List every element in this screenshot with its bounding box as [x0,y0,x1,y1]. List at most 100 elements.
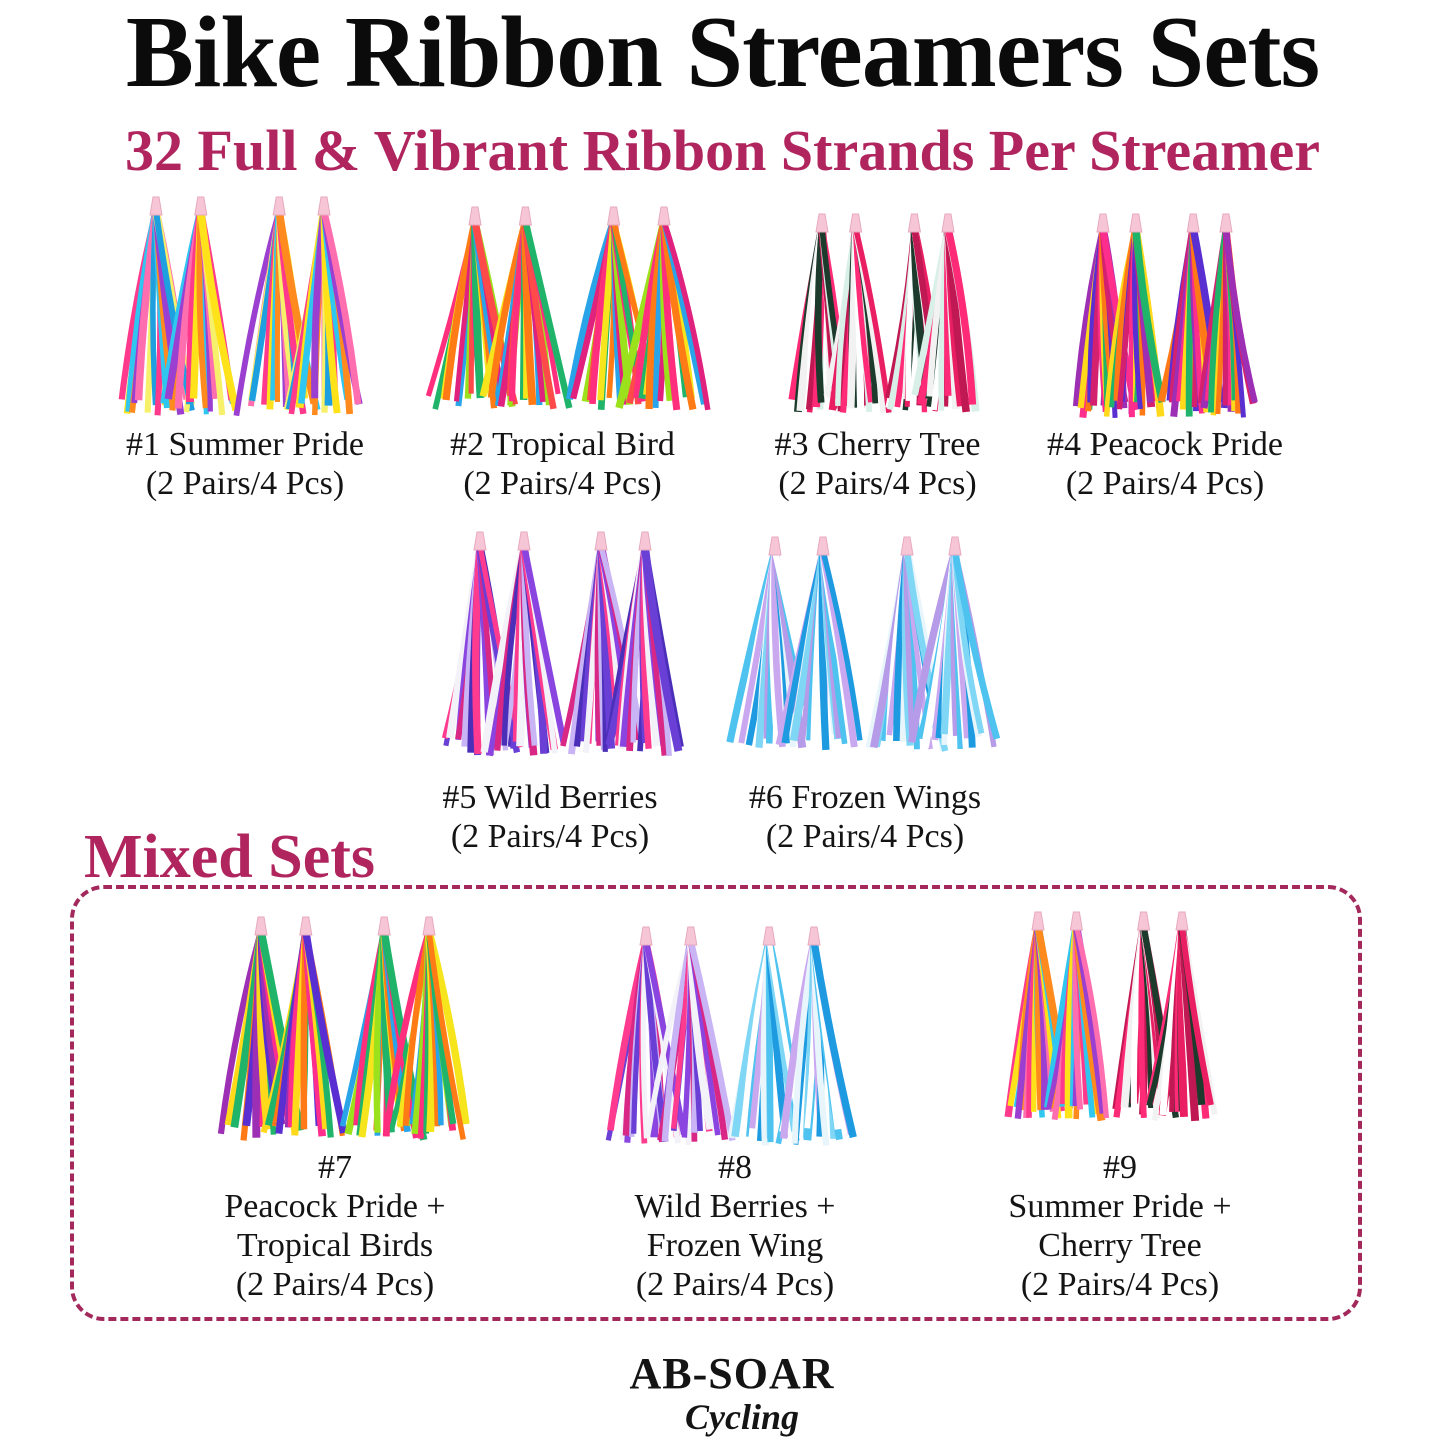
brand-tagline: Cycling [685,1397,799,1437]
product-image-summer-pride [100,195,380,420]
ribbon-strand [852,227,892,413]
streamer-tassel [615,206,711,411]
product-name: #4 Peacock Pride [1046,426,1284,463]
product-image-wild-berries [425,530,700,760]
streamer-tassel [645,926,736,1145]
streamer-tassel [1044,911,1110,1122]
streamer-image [726,536,1001,752]
handlebar-plug [317,196,331,216]
product-image-mixed-8 [590,925,870,1150]
streamer-tassel [233,196,321,417]
product-name: #1 Summer Pride [126,426,364,463]
streamer-tassel [823,213,892,414]
handlebar-plug [518,206,532,226]
streamer-tassel [911,213,980,413]
streamer-tassel [775,926,857,1146]
handlebar-plug [149,196,163,216]
product-caption-summer-pride: #1 Summer Pride (2 Pairs/4 Pcs) [90,425,400,503]
handlebar-plug [607,206,621,226]
product-image-cherry-tree [780,212,990,417]
handlebar-plug [272,196,286,216]
handlebar-plug [254,916,268,936]
set-name-line2: Frozen Wing [646,1227,824,1264]
product-image-mixed-9 [990,910,1230,1125]
streamer-tassel [160,196,240,416]
handlebar-plug [948,536,962,556]
ribbon-strand [197,210,240,412]
ribbon-strand [810,940,857,1139]
brand-name: AB-SOAR [629,1349,835,1398]
product-caption-peacock-pride: #4 Peacock Pride (2 Pairs/4 Pcs) [1015,425,1315,503]
ribbon-strand [687,940,736,1142]
product-quantity: (2 Pairs/4 Pcs) [765,818,965,855]
handlebar-plug [517,531,531,551]
product-image-mixed-7 [205,915,485,1145]
streamer-image [1072,213,1258,418]
set-name-line1: Peacock Pride + [224,1188,446,1225]
product-name: #3 Cherry Tree [774,426,981,463]
product-image-tropical-bird [412,205,727,415]
streamer-tassel [908,536,1001,750]
handlebar-plug [762,926,776,946]
handlebar-plug [638,531,652,551]
handlebar-plug [1186,213,1200,233]
handlebar-plug [468,206,482,226]
handlebar-plug [1031,911,1045,931]
product-caption-mixed-9: #9 Summer Pride + Cherry Tree (2 Pairs/4… [970,1148,1270,1304]
streamer-tassel [1157,213,1224,418]
handlebar-plug [473,531,487,551]
page-title: Bike Ribbon Streamers Sets [125,0,1320,109]
streamer-image [605,926,857,1146]
streamer-image [788,213,980,414]
ribbon-strand [661,220,711,411]
product-quantity: (2 Pairs/4 Pcs) [145,465,345,502]
handlebar-plug [849,213,863,233]
ribbon-strand [522,220,573,409]
streamer-tassel [260,916,348,1138]
ribbon-strand [951,550,1001,740]
set-number: #8 [718,1149,752,1186]
product-name: #5 Wild Berries [442,779,658,816]
handlebar-plug [422,916,436,936]
handlebar-plug [299,916,313,936]
handlebar-plug [900,536,914,556]
streamer-image [425,206,711,411]
streamer-tassel [217,916,304,1141]
handlebar-plug [815,213,829,233]
set-name-line1: Summer Pride + [1008,1188,1232,1225]
set-number: #9 [1103,1149,1137,1186]
product-caption-wild-berries: #5 Wild Berries (2 Pairs/4 Pcs) [405,778,695,856]
product-caption-cherry-tree: #3 Cherry Tree (2 Pairs/4 Pcs) [740,425,1015,503]
handlebar-plug [768,536,782,556]
streamer-tassel [775,536,863,751]
ribbon-strand [302,930,348,1134]
product-quantity: (2 Pairs/4 Pcs) [635,1266,835,1303]
handlebar-plug [657,206,671,226]
page-subtitle: 32 Full & Vibrant Ribbon Strands Per Str… [125,118,1320,183]
handlebar-plug [1137,911,1151,931]
handlebar-plug [1096,213,1110,233]
ribbon-strand [320,210,362,405]
handlebar-plug [1069,911,1083,931]
product-quantity: (2 Pairs/4 Pcs) [235,1266,435,1303]
ribbon-strand [944,227,977,405]
streamer-tassel [382,916,470,1141]
ribbon-strand [1222,227,1258,404]
streamer-image [441,531,684,757]
ribbon-strand [820,550,863,741]
product-image-peacock-pride [1062,212,1267,422]
product-quantity: (2 Pairs/4 Pcs) [450,818,650,855]
handlebar-plug [684,926,698,946]
streamer-tassel [727,926,806,1146]
handlebar-plug [907,213,921,233]
handlebar-plug [1175,911,1189,931]
streamer-tassel [283,196,363,416]
ribbon-strand [641,545,683,752]
set-number: #7 [318,1149,352,1186]
ribbon-strand [1132,227,1166,403]
set-name-line2: Tropical Birds [236,1227,434,1264]
ribbon-strand [275,210,318,405]
handlebar-plug [639,926,653,946]
product-quantity: (2 Pairs/4 Pcs) [463,465,662,502]
streamer-tassel [1103,213,1166,418]
